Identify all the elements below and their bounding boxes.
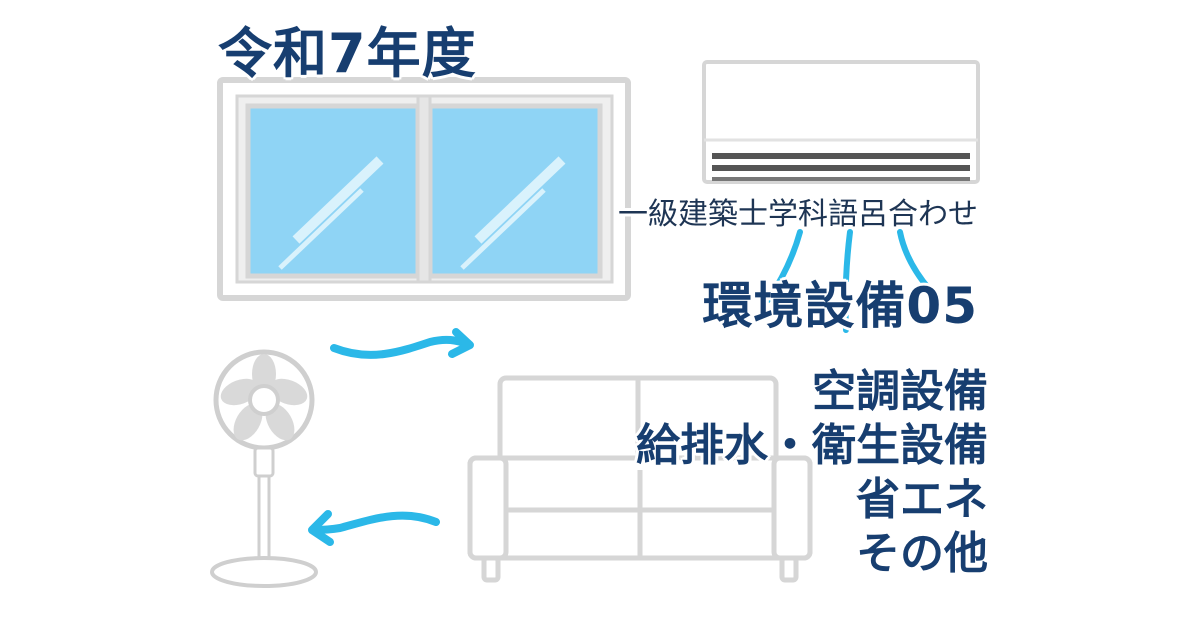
- list-item: 空調設備: [812, 366, 988, 417]
- topic-list: 空調設備 給排水・衛生設備 省エネ その他: [636, 365, 988, 581]
- window-icon: [217, 77, 631, 301]
- airflow-arrow-icon: [308, 328, 474, 546]
- airflow-arrow-icon: [765, 229, 933, 333]
- electric-fan-icon: [210, 349, 318, 588]
- year-label: 令和7年度: [218, 22, 477, 85]
- subtitle: 一級建築士学科語呂合わせ: [618, 197, 978, 232]
- air-conditioner-icon: [702, 60, 980, 184]
- list-item: 給排水・衛生設備: [636, 420, 988, 471]
- list-item: その他: [856, 528, 988, 579]
- page-title: 環境設備05: [702, 277, 978, 335]
- list-item: 省エネ: [856, 474, 988, 525]
- sofa-icon: [467, 375, 813, 583]
